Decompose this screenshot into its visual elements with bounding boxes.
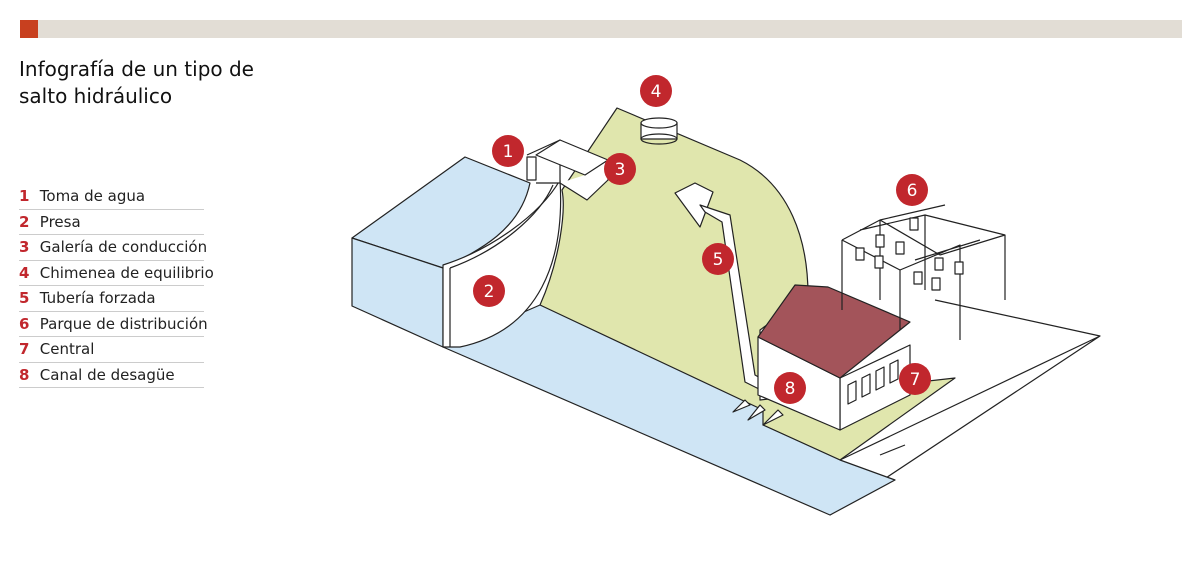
svg-text:1: 1 xyxy=(503,142,514,162)
badge-4: 4 xyxy=(640,75,672,107)
svg-text:8: 8 xyxy=(785,379,796,399)
badge-1: 1 xyxy=(492,135,524,167)
badge-2: 2 xyxy=(473,275,505,307)
legend-item: 6 Parque de distribución xyxy=(19,312,208,337)
legend-item: 1 Toma de agua xyxy=(19,184,204,210)
badge-6: 6 xyxy=(896,174,928,206)
river xyxy=(442,304,896,516)
legend-item: 2 Presa xyxy=(19,210,204,235)
badge-3: 3 xyxy=(604,153,636,185)
svg-text:3: 3 xyxy=(615,160,626,180)
outlet xyxy=(732,399,784,426)
svg-text:2: 2 xyxy=(484,282,495,302)
svg-text:7: 7 xyxy=(910,370,921,390)
legend-item: 3 Galería de conducción xyxy=(19,235,207,261)
legend: 1 Toma de agua 2 Presa 3 Galería de cond… xyxy=(19,184,214,388)
dam xyxy=(442,179,562,348)
penstock-head xyxy=(674,182,714,228)
surge-chimney xyxy=(640,117,678,145)
accent-square xyxy=(20,20,38,38)
page-title: Infografía de un tipo de salto hidráulic… xyxy=(19,57,254,108)
legend-item: 8 Canal de desagüe xyxy=(19,363,204,388)
svg-text:4: 4 xyxy=(651,82,662,102)
distribution-park xyxy=(841,204,1006,340)
house-windows xyxy=(847,359,899,405)
badge-5: 5 xyxy=(702,243,734,275)
svg-text:6: 6 xyxy=(907,181,918,201)
legend-item: 7 Central xyxy=(19,337,204,363)
legend-item: 5 Tubería forzada xyxy=(19,286,204,312)
header-bar xyxy=(20,20,1182,38)
legend-item: 4 Chimenea de equilibrio xyxy=(19,261,214,286)
badge-7: 7 xyxy=(899,363,931,395)
house-roof xyxy=(757,284,911,379)
svg-text:5: 5 xyxy=(713,250,724,270)
badge-8: 8 xyxy=(774,372,806,404)
